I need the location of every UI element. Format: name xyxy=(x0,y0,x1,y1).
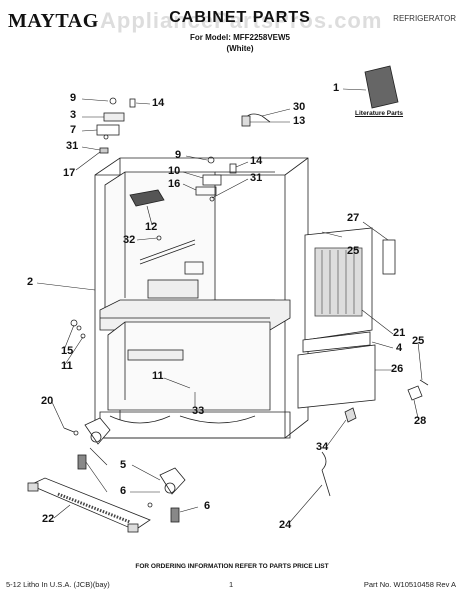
callout-9: 9 xyxy=(175,149,182,161)
literature-parts-book xyxy=(364,65,399,109)
callout-12: 12 xyxy=(145,221,158,233)
screw-20 xyxy=(63,427,79,436)
callout-21: 21 xyxy=(393,327,406,339)
front-roller-left xyxy=(77,417,111,470)
callout-4: 4 xyxy=(396,342,403,354)
callout-5: 5 xyxy=(120,459,127,471)
callout-14: 14 xyxy=(152,97,165,109)
color-line: (White) xyxy=(226,44,254,53)
callout-9: 9 xyxy=(70,92,77,104)
back-panel-assembly xyxy=(297,227,396,409)
brand-logo: MAYTAG xyxy=(8,10,99,32)
part-34-clip xyxy=(344,407,357,423)
model-line: For Model: MFF2258VEW5 xyxy=(189,33,290,42)
model-info: For Model: MFF2258VEW5 (White) xyxy=(150,32,330,54)
callout-28: 28 xyxy=(414,415,427,427)
callout-26: 26 xyxy=(391,363,404,375)
ordering-note: FOR ORDERING INFORMATION REFER TO PARTS … xyxy=(135,563,329,570)
footer-litho: 5-12 Litho In U.S.A. (JCB)(bay) xyxy=(6,580,110,589)
front-roller-right xyxy=(147,467,186,523)
part-28-leveler xyxy=(407,379,429,401)
callout-7: 7 xyxy=(70,124,77,136)
page-title: CABINET PARTS xyxy=(169,9,311,26)
category-label: REFRIGERATOR xyxy=(393,14,456,23)
callout-30: 30 xyxy=(293,101,306,113)
leveler-left-parts xyxy=(70,319,86,339)
callout-24: 24 xyxy=(279,519,292,531)
part-30-bracket xyxy=(241,113,271,127)
watermark-text: AppliancePartsPros.com xyxy=(100,8,383,33)
callout-25: 25 xyxy=(347,245,360,257)
callout-25: 25 xyxy=(412,335,425,347)
callout-6: 6 xyxy=(120,485,127,497)
callout-22: 22 xyxy=(42,513,55,525)
callout-3: 3 xyxy=(70,109,77,121)
callout-32: 32 xyxy=(123,234,136,246)
callout-17: 17 xyxy=(63,167,76,179)
callout-34: 34 xyxy=(316,441,329,453)
literature-parts-label: Literature Parts xyxy=(355,110,404,117)
callout-20: 20 xyxy=(41,395,54,407)
toe-grille xyxy=(27,477,151,533)
cabinet-body xyxy=(94,157,309,439)
water-tube-24 xyxy=(321,451,331,497)
callout-16: 16 xyxy=(168,178,181,190)
callout-27: 27 xyxy=(347,212,360,224)
hinge-right-upper xyxy=(195,156,237,202)
hinge-left-upper xyxy=(96,97,136,154)
leader-lines xyxy=(36,88,423,523)
callout-2: 2 xyxy=(27,276,34,288)
callout-15: 15 xyxy=(61,345,74,357)
callout-6: 6 xyxy=(204,500,211,512)
callout-31: 31 xyxy=(66,140,79,152)
callout-33: 33 xyxy=(192,405,205,417)
callout-13: 13 xyxy=(293,115,306,127)
callout-1: 1 xyxy=(333,82,340,94)
callout-10: 10 xyxy=(168,165,181,177)
footer-part-number: Part No. W10510458 Rev A xyxy=(363,580,456,589)
callout-14: 14 xyxy=(250,155,263,167)
callout-11: 11 xyxy=(61,360,73,372)
callout-31: 31 xyxy=(250,172,263,184)
footer-page-number: 1 xyxy=(229,580,234,589)
callout-11: 11 xyxy=(152,370,164,382)
